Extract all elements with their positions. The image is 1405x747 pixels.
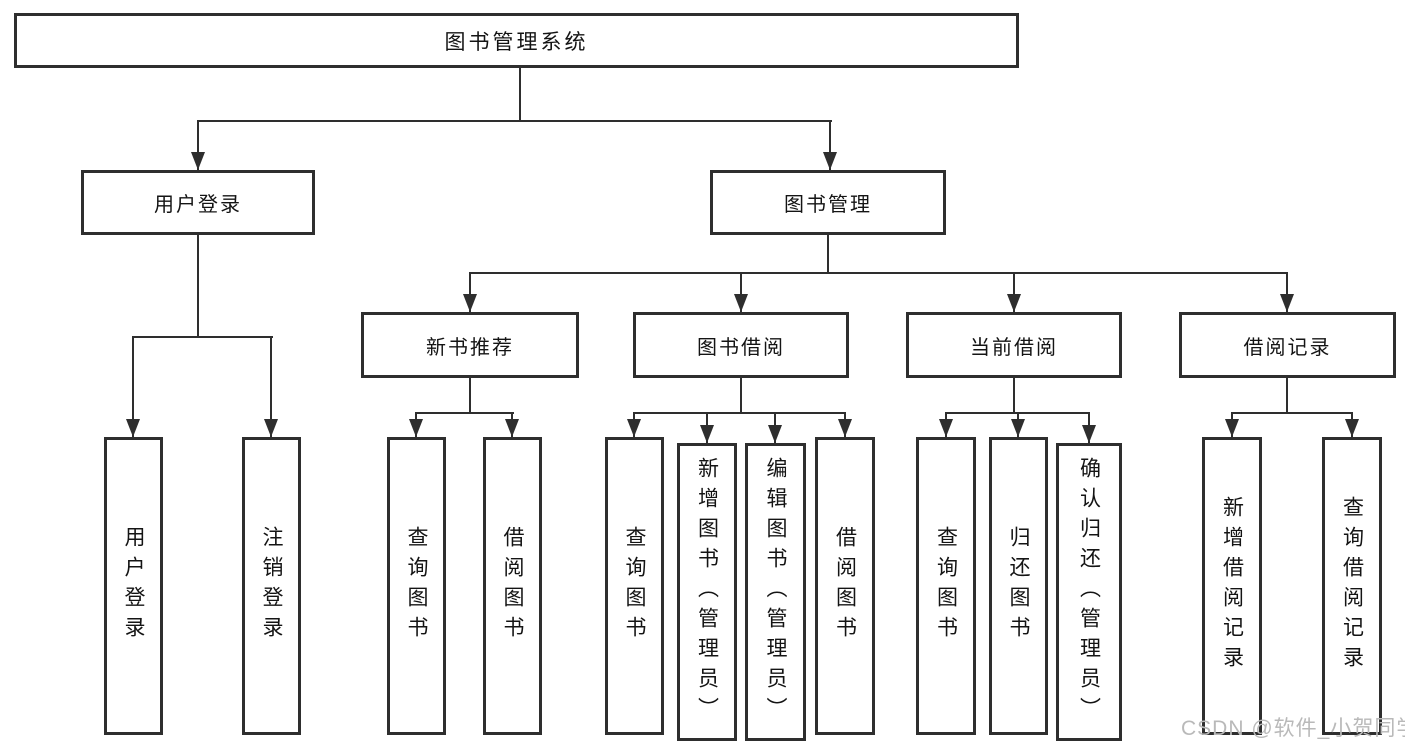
node-user-login: 用户登录	[81, 170, 315, 235]
node-book-borrowing: 图书借阅	[633, 312, 849, 378]
connector-line	[1231, 412, 1353, 414]
connector-arrow	[409, 412, 423, 437]
leaf-query-books-borrow: 查询图书	[605, 437, 664, 735]
leaf-label: 查询图书	[934, 526, 958, 646]
leaf-label: 查询图书	[623, 526, 646, 646]
connector-line	[197, 120, 832, 122]
connector-line	[197, 234, 199, 336]
connector-line	[469, 378, 471, 412]
connector-arrow	[505, 412, 519, 437]
connector-arrow	[1280, 272, 1294, 312]
connector-arrow	[627, 412, 641, 437]
connector-arrow	[939, 412, 953, 437]
node-label: 图书管理系统	[444, 30, 589, 54]
connector-arrow	[463, 272, 477, 312]
connector-line	[1286, 378, 1288, 412]
leaf-label: 借阅图书	[501, 526, 524, 646]
leaf-label: 用户登录	[122, 526, 145, 646]
connector-arrow	[823, 120, 837, 170]
connector-arrow	[734, 272, 748, 312]
node-label: 当前借阅	[970, 336, 1058, 359]
node-borrowing-records: 借阅记录	[1179, 312, 1396, 378]
leaf-label: 借阅图书	[833, 526, 857, 646]
leaf-borrow-books-recommend: 借阅图书	[483, 437, 542, 735]
connector-line	[633, 412, 846, 414]
leaf-label: 确认归还（管理员）	[1077, 457, 1101, 727]
node-book-management: 图书管理	[710, 170, 946, 235]
node-label: 借阅记录	[1243, 336, 1332, 359]
node-label: 用户登录	[154, 194, 242, 216]
leaf-add-books-admin: 新增图书（管理员）	[677, 443, 737, 741]
connector-arrow	[768, 412, 782, 443]
leaf-logout: 注销登录	[242, 437, 301, 735]
leaf-label: 归还图书	[1007, 526, 1030, 646]
connector-line	[740, 378, 742, 412]
connector-arrow	[1011, 412, 1025, 437]
node-label: 图书管理	[784, 194, 872, 216]
leaf-confirm-return-admin: 确认归还（管理员）	[1056, 443, 1122, 741]
leaf-return-books: 归还图书	[989, 437, 1048, 735]
connector-arrow	[264, 336, 278, 437]
leaf-label: 注销登录	[260, 526, 283, 646]
leaf-label: 新增图书（管理员）	[695, 457, 719, 727]
connector-line	[519, 68, 521, 120]
leaf-add-borrow-record: 新增借阅记录	[1202, 437, 1262, 735]
connector-line	[827, 234, 829, 272]
csdn-watermark: CSDN @软件_小贺同学	[1181, 717, 1405, 740]
node-library-management-system: 图书管理系统	[14, 13, 1019, 68]
leaf-label: 新增借阅记录	[1220, 496, 1244, 676]
leaf-user-login: 用户登录	[104, 437, 163, 735]
leaf-label: 查询图书	[405, 526, 428, 646]
connector-arrow	[1345, 412, 1359, 437]
connector-arrow	[1082, 412, 1096, 443]
leaf-query-books-recommend: 查询图书	[387, 437, 446, 735]
node-current-borrowing: 当前借阅	[906, 312, 1122, 378]
leaf-query-books-current: 查询图书	[916, 437, 976, 735]
connector-line	[469, 272, 1288, 274]
node-label: 图书借阅	[697, 336, 785, 359]
connector-arrow	[191, 120, 205, 170]
connector-arrow	[126, 336, 140, 437]
connector-arrow	[1007, 272, 1021, 312]
node-label: 新书推荐	[426, 336, 514, 359]
connector-arrow	[1225, 412, 1239, 437]
connector-line	[1013, 378, 1015, 412]
connector-line	[132, 336, 273, 338]
connector-arrow	[700, 412, 714, 443]
connector-arrow	[838, 412, 852, 437]
connector-line	[415, 412, 514, 414]
leaf-edit-books-admin: 编辑图书（管理员）	[745, 443, 806, 741]
leaf-query-borrow-record: 查询借阅记录	[1322, 437, 1382, 735]
leaf-label: 编辑图书（管理员）	[764, 457, 787, 727]
node-new-book-recommendation: 新书推荐	[361, 312, 579, 378]
leaf-borrow-books: 借阅图书	[815, 437, 875, 735]
leaf-label: 查询借阅记录	[1340, 496, 1364, 676]
